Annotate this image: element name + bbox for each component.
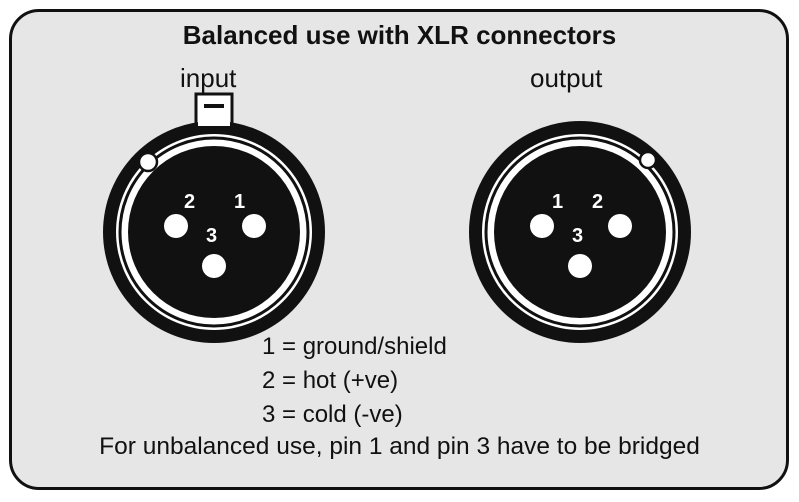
- input-pin-number-1: 1: [234, 191, 245, 213]
- input-pin-2: [164, 214, 188, 238]
- latch-tab-line: [204, 104, 224, 108]
- input-pin-1: [242, 214, 266, 238]
- output-label: output: [530, 63, 603, 93]
- legend-item-cold: 3 = cold (-ve): [262, 401, 403, 428]
- unbalanced-note: For unbalanced use, pin 1 and pin 3 have…: [99, 433, 700, 460]
- latch-tab-top: [198, 96, 230, 128]
- output-pin-1: [530, 214, 554, 238]
- legend-item-hot: 2 = hot (+ve): [262, 367, 399, 394]
- pin-legend: 1 = ground/shield 2 = hot (+ve) 3 = cold…: [262, 330, 447, 432]
- output-pin-3: [568, 254, 592, 278]
- input-key-notch: [137, 151, 159, 173]
- input-label: input: [180, 63, 237, 93]
- output-pin-number-2: 2: [592, 191, 603, 213]
- output-pin-number-3: 3: [572, 225, 583, 247]
- output-pin-number-1: 1: [552, 191, 563, 213]
- output-inner-face: [494, 146, 666, 318]
- output-pin-2: [608, 214, 632, 238]
- input-pin-3: [202, 254, 226, 278]
- output-ring-line: [484, 136, 676, 328]
- input-ring-line: [118, 136, 310, 328]
- input-pin-number-2: 2: [184, 191, 195, 213]
- output-key-notch: [638, 150, 658, 170]
- legend-item-ground: 1 = ground/shield: [262, 333, 447, 360]
- input-pin-number-3: 3: [206, 225, 217, 247]
- diagram-title: Balanced use with XLR connectors: [182, 20, 617, 50]
- input-inner-face: [128, 146, 300, 318]
